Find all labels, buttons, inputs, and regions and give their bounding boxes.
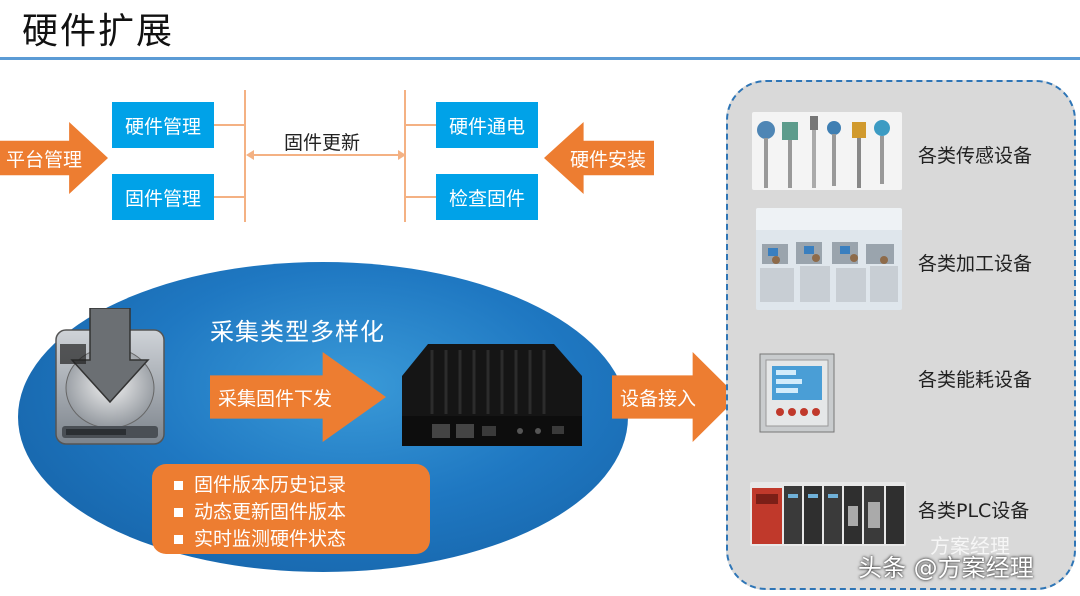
device-label: 各类加工设备 — [918, 253, 1033, 275]
device-access-label: 设备接入 — [620, 387, 697, 410]
arrowhead-left-icon — [246, 150, 254, 160]
connector-line — [214, 124, 244, 126]
feature-item: 实时监测硬件状态 — [174, 526, 430, 553]
platform-management-arrow: 平台管理 — [0, 122, 108, 194]
right-bracket-line — [404, 90, 406, 222]
collection-heading: 采集类型多样化 — [210, 318, 385, 346]
device-access-arrow: 设备接入 — [612, 352, 738, 442]
feature-item: 动态更新固件版本 — [174, 499, 430, 526]
feature-item: 固件版本历史记录 — [174, 472, 430, 499]
connector-line — [406, 124, 436, 126]
connector-line — [406, 196, 436, 198]
platform-management-label: 平台管理 — [6, 148, 83, 171]
hard-drive-download-icon — [55, 308, 165, 445]
watermark-faint: 方案经理 — [930, 534, 1010, 558]
hardware-management-box: 硬件管理 — [112, 102, 214, 148]
page-title: 硬件扩展 — [22, 11, 175, 52]
arrowhead-right-icon — [398, 150, 406, 160]
processing-devices-image — [756, 208, 902, 310]
energy-meter-image — [759, 353, 835, 433]
left-bracket-line — [244, 90, 246, 222]
title-underline — [0, 57, 1080, 60]
device-label: 各类能耗设备 — [918, 369, 1033, 391]
firmware-management-box: 固件管理 — [112, 174, 214, 220]
hardware-install-arrow: 硬件安装 — [544, 122, 654, 194]
firmware-update-arrow-line — [252, 154, 400, 156]
edge-gateway-device-icon — [402, 344, 582, 446]
device-label: 各类传感设备 — [918, 145, 1033, 167]
hardware-power-box: 硬件通电 — [436, 102, 538, 148]
hardware-install-label: 硬件安装 — [569, 148, 646, 171]
sensor-devices-image — [752, 112, 902, 190]
plc-devices-image — [750, 482, 906, 546]
check-firmware-box: 检查固件 — [436, 174, 538, 220]
connector-line — [214, 196, 244, 198]
firmware-update-label: 固件更新 — [284, 132, 361, 154]
watermark: 头条 @方案经理 — [858, 554, 1034, 582]
feature-list: 固件版本历史记录 动态更新固件版本 实时监测硬件状态 — [152, 464, 430, 554]
device-label: 各类PLC设备 — [918, 500, 1030, 522]
firmware-delivery-label: 采集固件下发 — [218, 387, 333, 410]
